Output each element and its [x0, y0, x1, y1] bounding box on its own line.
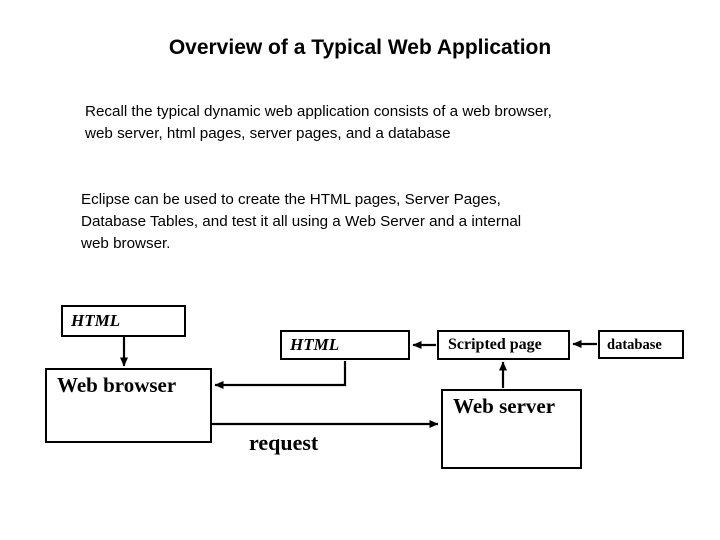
- node-html-mid-label: HTML: [290, 335, 340, 354]
- node-web-browser[interactable]: Web browser: [45, 368, 212, 443]
- node-database-label: database: [607, 337, 662, 353]
- node-scripted-page-label: Scripted page: [448, 336, 542, 353]
- node-html-top-label: HTML: [71, 311, 121, 330]
- node-web-browser-label: Web browser: [57, 373, 177, 397]
- node-html-top[interactable]: HTML: [61, 305, 186, 337]
- body-paragraph-2: Eclipse can be used to create the HTML p…: [81, 191, 522, 252]
- node-web-server[interactable]: Web server: [441, 389, 582, 469]
- node-html-mid[interactable]: HTML: [280, 330, 410, 360]
- body-paragraph-1: Recall the typical dynamic web applicati…: [85, 103, 552, 142]
- page-title: Overview of a Typical Web Application: [168, 36, 552, 59]
- node-scripted-page[interactable]: Scripted page: [437, 330, 570, 360]
- node-web-server-label: Web server: [453, 394, 556, 418]
- edge-label-request: request: [249, 430, 319, 455]
- edge-html-mid-to-web-browser: [214, 361, 347, 389]
- node-database[interactable]: database: [598, 330, 684, 359]
